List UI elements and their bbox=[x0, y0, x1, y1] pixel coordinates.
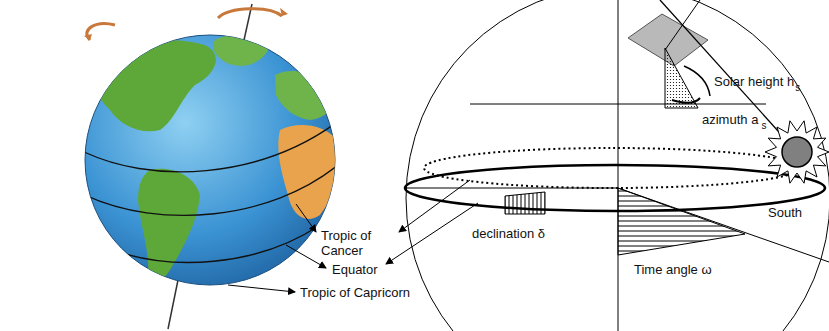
direction-label: South bbox=[768, 205, 802, 220]
angle-label: Solar height h bbox=[714, 74, 794, 89]
angle-label: Time angle ω bbox=[632, 262, 714, 277]
tropic-label: Tropic of Capricorn bbox=[300, 285, 410, 300]
sun-geometry bbox=[386, 0, 829, 331]
angle-label: azimuth a bbox=[700, 112, 760, 127]
angle-label: declination δ bbox=[470, 226, 547, 241]
equator-label: Equator bbox=[332, 262, 378, 277]
subscript: s bbox=[761, 118, 766, 133]
globe bbox=[80, 4, 341, 329]
subscript: s bbox=[795, 80, 800, 95]
tropic-label: Tropic of Cancer bbox=[321, 228, 393, 258]
